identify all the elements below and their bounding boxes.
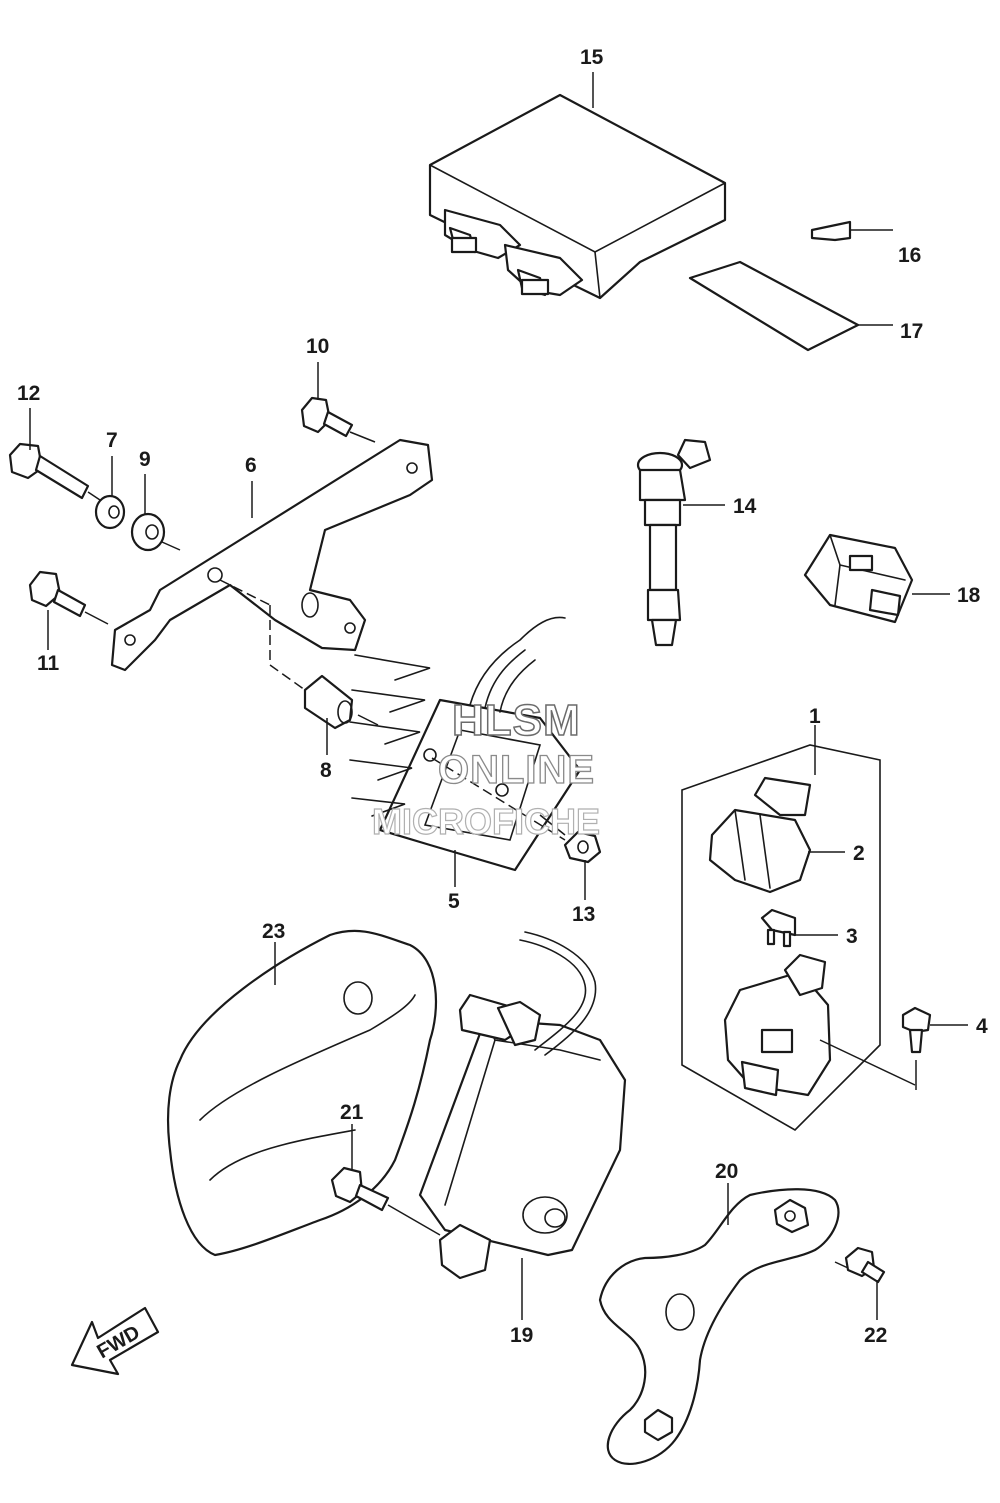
callout-numbers: 15 16 17 10 12 7 9 6 14 18 11 1 8 2 5 13… [17,46,988,1347]
callout-5: 5 [448,890,460,913]
callout-2: 2 [853,842,865,865]
dashed-lines [219,579,566,841]
callout-4: 4 [976,1015,988,1038]
part-1-starter-relay-group[interactable] [681,744,881,1131]
part-23-cover[interactable] [166,929,438,1257]
part-12-bolt[interactable] [8,442,90,500]
part-8-spacer[interactable] [303,674,354,730]
part-19-sensor[interactable] [418,931,627,1280]
callout-20: 20 [715,1160,738,1183]
part-6-bracket[interactable] [110,438,434,672]
callout-3: 3 [846,925,858,948]
part-15-ecm[interactable] [428,93,727,300]
watermark-line-2: ONLINE [438,748,595,792]
part-16-label-small[interactable] [810,220,852,242]
callout-19: 19 [510,1324,533,1347]
part-20-bracket[interactable] [598,1188,840,1465]
callout-10: 10 [306,335,329,358]
callout-13: 13 [572,903,595,926]
callout-16: 16 [898,244,921,267]
part-14-ignition-coil[interactable] [636,438,712,647]
watermark-line-3: MICROFICHE [372,801,600,842]
callout-23: 23 [262,920,285,943]
callout-9: 9 [139,448,151,471]
part-13-nut[interactable] [563,830,602,864]
callout-18: 18 [957,584,981,607]
part-7-collar[interactable] [94,494,126,530]
part-22-bolt[interactable] [844,1246,886,1284]
part-2-relay-cover[interactable] [708,776,812,894]
part-3-fuse[interactable] [760,908,797,948]
part-11-bolt[interactable] [28,570,87,618]
callout-15: 15 [580,46,604,69]
part-4-screw[interactable] [901,1006,932,1054]
callout-14: 14 [733,495,757,518]
part-10-bolt[interactable] [300,396,354,438]
leader-lines [29,72,968,1320]
callout-21: 21 [340,1101,364,1124]
callout-7: 7 [106,429,118,452]
part-9-grommet[interactable] [130,512,166,552]
callout-8: 8 [320,759,332,782]
callout-12: 12 [17,382,40,405]
part-5-regulator[interactable] [349,616,582,872]
callout-11: 11 [37,652,60,675]
callout-22: 22 [864,1324,887,1347]
watermark: HLSM ONLINE MICROFICHE [371,695,600,842]
part-17-label-large[interactable] [688,260,860,352]
starter-relay-body[interactable] [723,953,832,1097]
watermark-line-1: HLSM [452,696,581,745]
part-21-bolt[interactable] [330,1166,390,1212]
part-18-connector[interactable] [803,533,914,624]
callout-17: 17 [900,320,923,343]
fwd-arrow-icon: FWD [70,1306,160,1376]
callout-6: 6 [245,454,257,477]
callout-1: 1 [809,705,821,728]
